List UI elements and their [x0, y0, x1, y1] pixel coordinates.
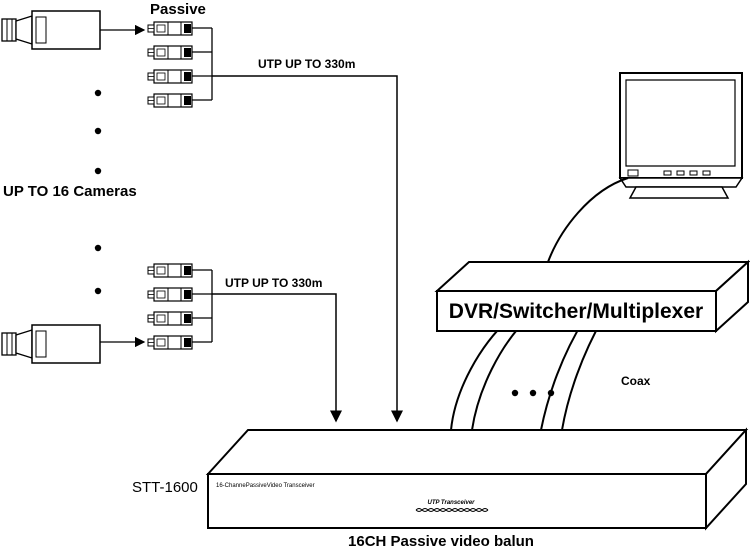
balun-bus-top: [192, 27, 403, 423]
caption: 16CH Passive video balun: [348, 533, 534, 549]
dvr-label: DVR/Switcher/Multiplexer: [449, 300, 703, 323]
camera-icon: [1, 10, 101, 50]
cameras-count-label: UP TO 16 Cameras: [3, 183, 137, 200]
transceiver-panel-label: 16-ChannePassiveVideo Transceiver: [216, 483, 315, 489]
utp-bottom-label: UTP UP TO 330m: [225, 276, 322, 290]
balun-icon: [147, 45, 193, 60]
ellipsis-dots: [94, 89, 102, 295]
utp-transceiver-label: UTP Transceiver: [427, 500, 475, 506]
utp-top-label: UTP UP TO 330m: [258, 57, 355, 71]
model-label: STT-1600: [132, 479, 198, 496]
balun-icon: [147, 311, 193, 326]
coax-cables: [450, 317, 604, 431]
passive-label: Passive: [150, 1, 206, 18]
monitor-icon: [618, 72, 744, 199]
balun-bus-bottom: [192, 269, 342, 423]
balun-icon: [147, 93, 193, 108]
cable-ellipsis: [511, 389, 555, 397]
balun-icon: [147, 69, 193, 84]
twisted-pair-icon: [415, 508, 489, 512]
camera-icon: [1, 324, 101, 364]
balun-icon: [147, 21, 193, 36]
balun-icon: [147, 263, 193, 278]
coax-label: Coax: [621, 374, 651, 388]
monitor-cable: [547, 177, 629, 263]
dvr-box: [434, 259, 750, 334]
transceiver-box: [205, 427, 749, 531]
balun-icon: [147, 287, 193, 302]
balun-icon: [147, 335, 193, 350]
